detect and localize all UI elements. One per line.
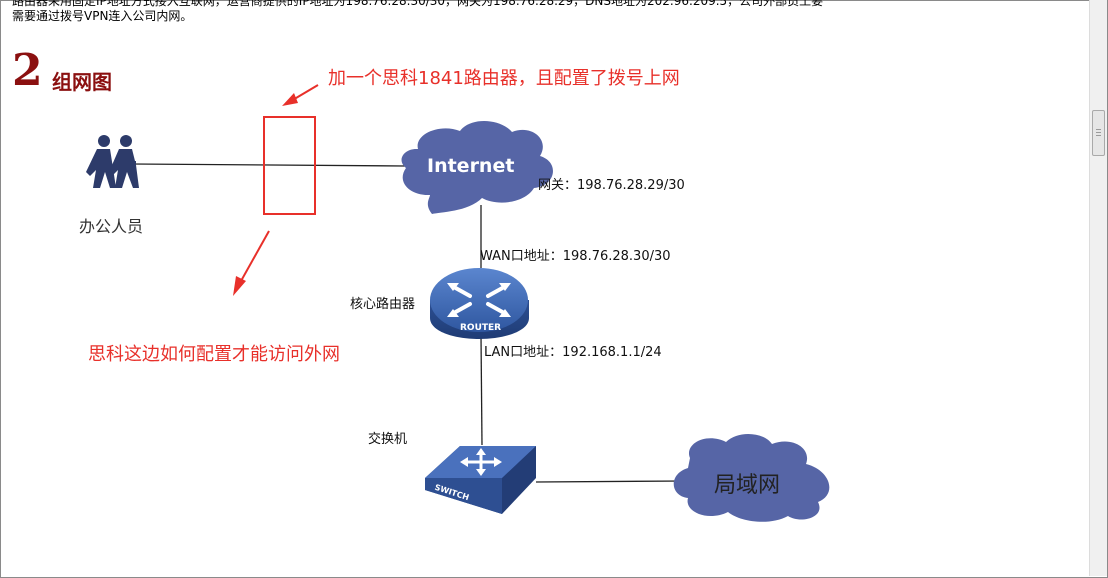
router-icon [430,268,529,339]
lan-address-label: LAN口地址：192.168.1.1/24 [484,345,662,360]
arrow-up-icon [282,84,319,106]
intro-line-2: 需要通过拨号VPN连入公司内网。 [12,9,193,23]
highlight-box [263,116,316,215]
arrow-down-icon [233,230,270,296]
switch-label: 交换机 [368,432,408,447]
section-title: 组网图 [52,70,112,94]
intro-line-1: 路由器采用固定IP地址方式接入互联网，运营商提供的IP地址为198.76.28.… [12,0,824,8]
office-users-icon [86,135,139,188]
vertical-scrollbar[interactable] [1089,0,1107,576]
lan-cloud-icon [673,433,830,522]
scrollbar-thumb[interactable] [1092,110,1105,156]
router-badge: ROUTER [460,323,502,333]
link-router-switch [480,334,483,446]
gateway-label: 网关：198.76.28.29/30 [538,178,685,193]
section-number: 2 [12,45,43,96]
core-router-label: 核心路由器 [350,297,416,312]
internet-cloud-icon [401,120,553,214]
internet-label: Internet [427,155,515,177]
switch-icon [425,446,536,514]
intro-paragraph: 路由器采用固定IP地址方式接入互联网，运营商提供的IP地址为198.76.28.… [12,0,1082,24]
link-users-internet [131,163,406,167]
office-users-label: 办公人员 [79,217,144,236]
wan-address-label: WAN口地址：198.76.28.30/30 [480,249,671,264]
lan-label: 局域网 [714,473,781,498]
annotation-bottom: 思科这边如何配置才能访问外网 [88,344,340,365]
annotation-top: 加一个思科1841路由器，且配置了拨号上网 [328,68,680,89]
link-switch-lan [535,480,686,483]
